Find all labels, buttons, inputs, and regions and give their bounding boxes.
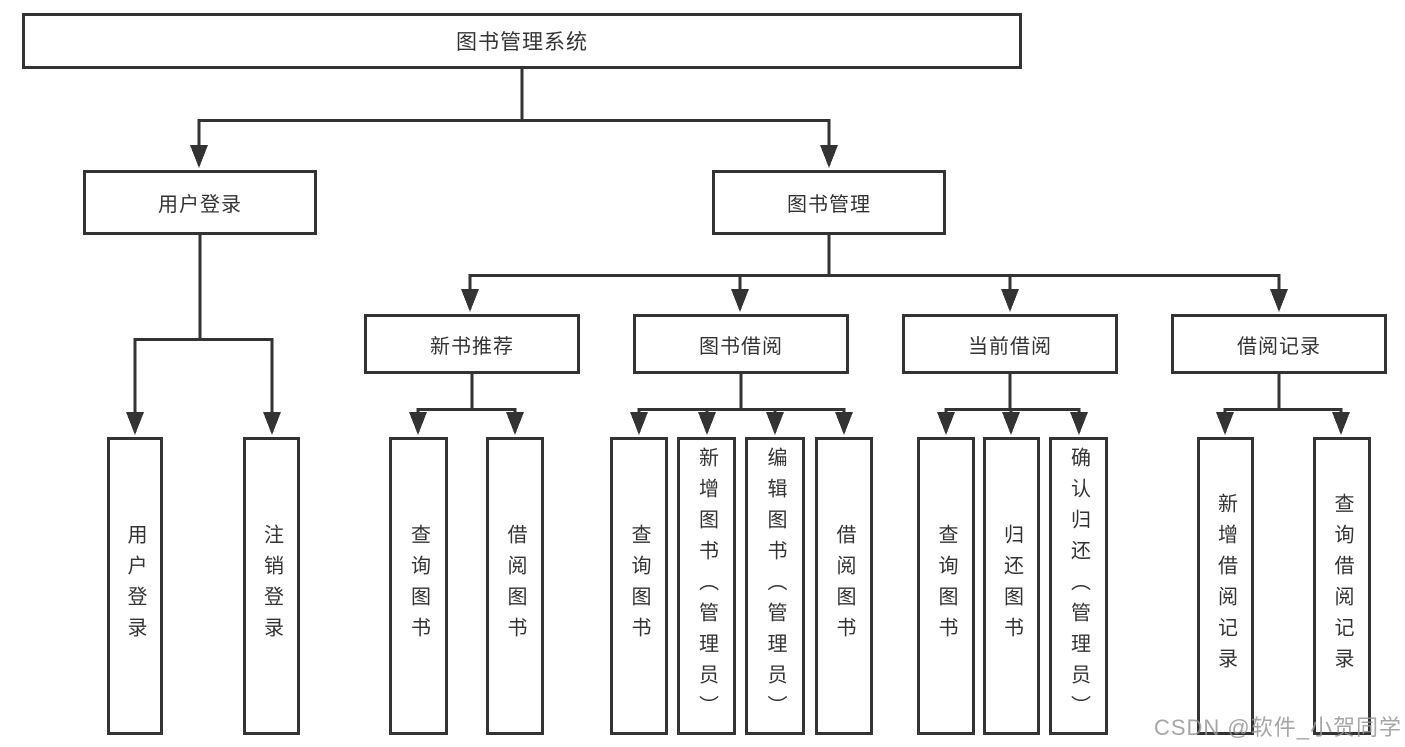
node-label: 编辑图书（管理员） (764, 446, 786, 726)
node-label: 新书推荐 (430, 335, 514, 358)
node-new-book-recommendation: 新书推荐 (364, 314, 580, 374)
leaf-borrow-books-recommend: 借阅图书 (486, 437, 544, 735)
node-label: 归还图书 (1000, 524, 1023, 648)
leaf-confirm-return-admin: 确认归还（管理员） (1049, 437, 1108, 735)
csdn-watermark: CSDN @软件_小贺同学 (1153, 715, 1402, 740)
node-book-borrowing: 图书借阅 (633, 314, 849, 374)
leaf-return-book: 归还图书 (983, 437, 1040, 735)
leaf-borrow-books: 借阅图书 (815, 437, 873, 735)
node-label: 用户登录 (158, 194, 242, 216)
leaf-query-books-recommend: 查询图书 (389, 437, 448, 735)
node-label: 借阅图书 (504, 524, 526, 648)
node-book-management: 图书管理 (712, 170, 946, 235)
node-label: 新增借阅记录 (1214, 493, 1237, 679)
node-library-management-system: 图书管理系统 (22, 13, 1022, 69)
node-label: 查询图书 (407, 524, 430, 648)
node-label: 确认归还（管理员） (1067, 446, 1090, 726)
leaf-user-login: 用户登录 (107, 437, 163, 735)
node-label: 新增图书（管理员） (695, 446, 718, 726)
node-borrowing-records: 借阅记录 (1171, 314, 1387, 374)
node-label: 借阅图书 (833, 524, 855, 648)
leaf-query-books-borrow: 查询图书 (610, 437, 668, 735)
node-label: 当前借阅 (968, 335, 1052, 358)
node-label: 查询图书 (628, 524, 650, 648)
node-current-borrowing: 当前借阅 (902, 314, 1118, 374)
node-label: 用户登录 (124, 524, 146, 648)
leaf-edit-book-admin: 编辑图书（管理员） (745, 437, 805, 735)
node-label: 查询图书 (935, 524, 957, 648)
leaf-logout: 注销登录 (243, 437, 300, 735)
leaf-query-borrow-record: 查询借阅记录 (1313, 437, 1371, 735)
node-label: 查询借阅记录 (1331, 493, 1353, 679)
node-label: 注销登录 (260, 524, 283, 648)
leaf-add-book-admin: 新增图书（管理员） (677, 437, 736, 735)
node-user-login: 用户登录 (83, 170, 317, 235)
node-label: 图书管理 (787, 194, 871, 216)
leaf-add-borrow-record: 新增借阅记录 (1197, 437, 1254, 735)
leaf-query-books-current: 查询图书 (917, 437, 975, 735)
node-label: 图书借阅 (699, 335, 783, 358)
node-label: 图书管理系统 (456, 31, 588, 54)
node-label: 借阅记录 (1237, 335, 1321, 358)
